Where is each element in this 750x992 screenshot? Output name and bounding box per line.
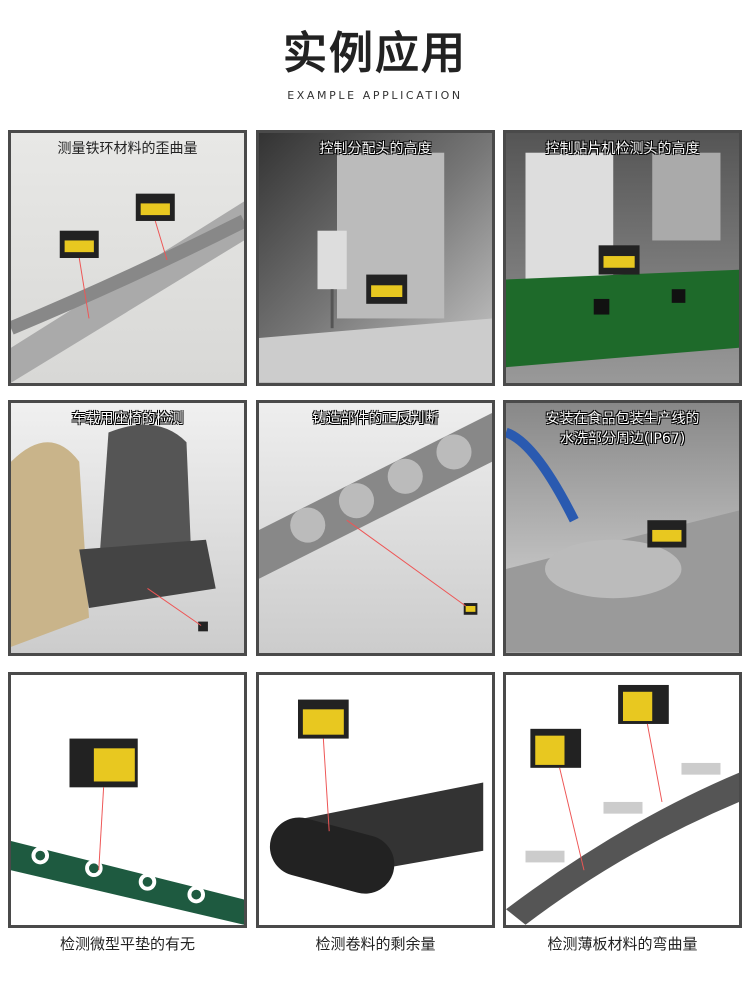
- mounter-image: [506, 152, 739, 368]
- panel-mounter-height: 控制贴片机检测头的高度: [503, 130, 742, 386]
- panel-caption: 安装在食品包装生产线的水洗部分周边(IP67): [506, 409, 739, 449]
- food-line-image: [506, 427, 739, 653]
- casting-image: [259, 412, 492, 615]
- panel-caption: 检测薄板材料的弯曲量: [547, 935, 698, 953]
- panel-caption: 检测微型平垫的有无: [59, 935, 195, 953]
- panel-ring-distortion: 测量铁环材料的歪曲量: [8, 130, 247, 386]
- panel-food-line: 安装在食品包装生产线的水洗部分周边(IP67): [503, 400, 742, 656]
- page-subtitle: EXAMPLE APPLICATION: [287, 89, 463, 102]
- ring-distortion-image: [11, 193, 244, 383]
- caption-line-2: 水洗部分周边(IP67): [559, 431, 686, 447]
- panel-dispenser-height: 控制分配头的高度: [256, 130, 495, 386]
- panel-caption: 控制贴片机检测头的高度: [545, 141, 700, 157]
- caption-line-1: 安装在食品包装生产线的: [545, 411, 700, 427]
- panel-casting-orientation: 铸造部件的正反判断: [256, 400, 495, 656]
- car-seat-image: [11, 424, 216, 647]
- washer-image: [11, 738, 244, 925]
- panel-caption: 测量铁环材料的歪曲量: [57, 141, 198, 157]
- panel-roll-remaining: [256, 672, 495, 928]
- page-title: 实例应用: [283, 28, 467, 79]
- sheet-image: [506, 684, 739, 925]
- panel-caption: 车载用座椅的检测: [71, 411, 184, 427]
- panel-sheet-bending: [503, 672, 742, 928]
- panel-caption: 铸造部件的正反判断: [312, 411, 439, 427]
- panel-car-seat: 车载用座椅的检测: [8, 400, 247, 656]
- panel-caption: 控制分配头的高度: [319, 141, 432, 157]
- roll-image: [269, 699, 484, 894]
- panel-washer-presence: [8, 672, 247, 928]
- panel-caption: 检测卷料的剩余量: [315, 935, 436, 953]
- dispenser-image: [259, 152, 492, 383]
